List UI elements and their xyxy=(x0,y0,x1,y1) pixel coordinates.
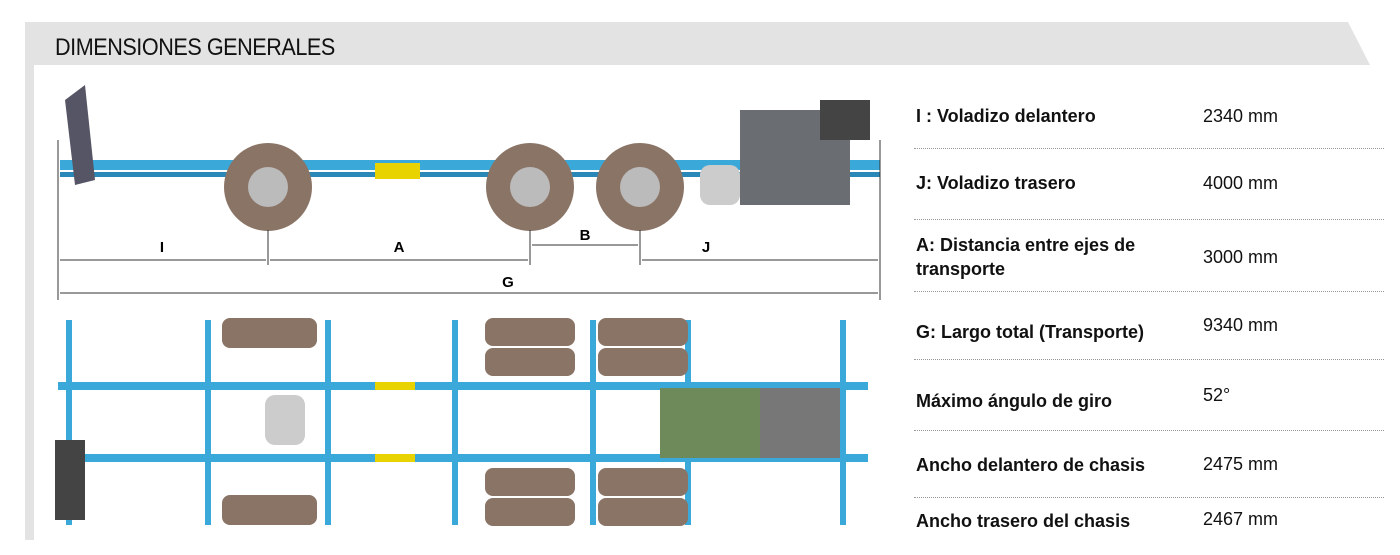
spec-row: Máximo ángulo de giro 52° xyxy=(914,360,1384,431)
spec-value: 9340 mm xyxy=(1203,315,1279,335)
specs-table: I : Voladizo delantero 2340 mm J: Voladiz… xyxy=(914,82,1384,548)
dim-label-i: I xyxy=(160,239,164,256)
top-view xyxy=(55,318,868,526)
header-side-strip xyxy=(25,65,34,540)
spec-label: J: Voladizo trasero xyxy=(916,173,1076,193)
spec-value: 52° xyxy=(1203,385,1231,405)
spec-row: I : Voladizo delantero 2340 mm xyxy=(914,82,1384,149)
spec-label: Ancho trasero del chasis xyxy=(916,511,1131,531)
spec-value: 2475 mm xyxy=(1203,454,1279,474)
spec-row: Ancho trasero del chasis 2467 mm xyxy=(914,498,1384,548)
spec-label: Ancho delantero de chasis xyxy=(916,455,1146,475)
dim-label-g: G xyxy=(502,274,514,291)
spec-row: J: Voladizo trasero 4000 mm xyxy=(914,149,1384,220)
spec-label: A: Distancia entre ejes de transporte xyxy=(916,235,1136,279)
spec-row: A: Distancia entre ejes de transporte 300… xyxy=(914,220,1384,292)
dim-label-b: B xyxy=(580,227,591,244)
chassis-diagram: I A B J G xyxy=(55,85,881,526)
spec-row: G: Largo total (Transporte) 9340 mm xyxy=(914,292,1384,360)
spec-value: 4000 mm xyxy=(1203,173,1279,193)
spec-value: 2340 mm xyxy=(1203,106,1279,126)
spec-value: 2467 mm xyxy=(1203,509,1279,529)
dim-label-a: A xyxy=(394,239,405,256)
spec-value: 3000 mm xyxy=(1203,247,1279,267)
section-header: DIMENSIONES GENERALES xyxy=(25,22,1370,65)
spec-label: G: Largo total (Transporte) xyxy=(916,322,1145,342)
spec-label: I : Voladizo delantero xyxy=(916,106,1096,126)
spec-label: Máximo ángulo de giro xyxy=(916,391,1113,411)
spec-row: Ancho delantero de chasis 2475 mm xyxy=(914,431,1384,498)
section-title: DIMENSIONES GENERALES xyxy=(55,34,335,61)
side-view: I A B J G xyxy=(57,85,881,300)
dim-label-j: J xyxy=(702,239,710,256)
